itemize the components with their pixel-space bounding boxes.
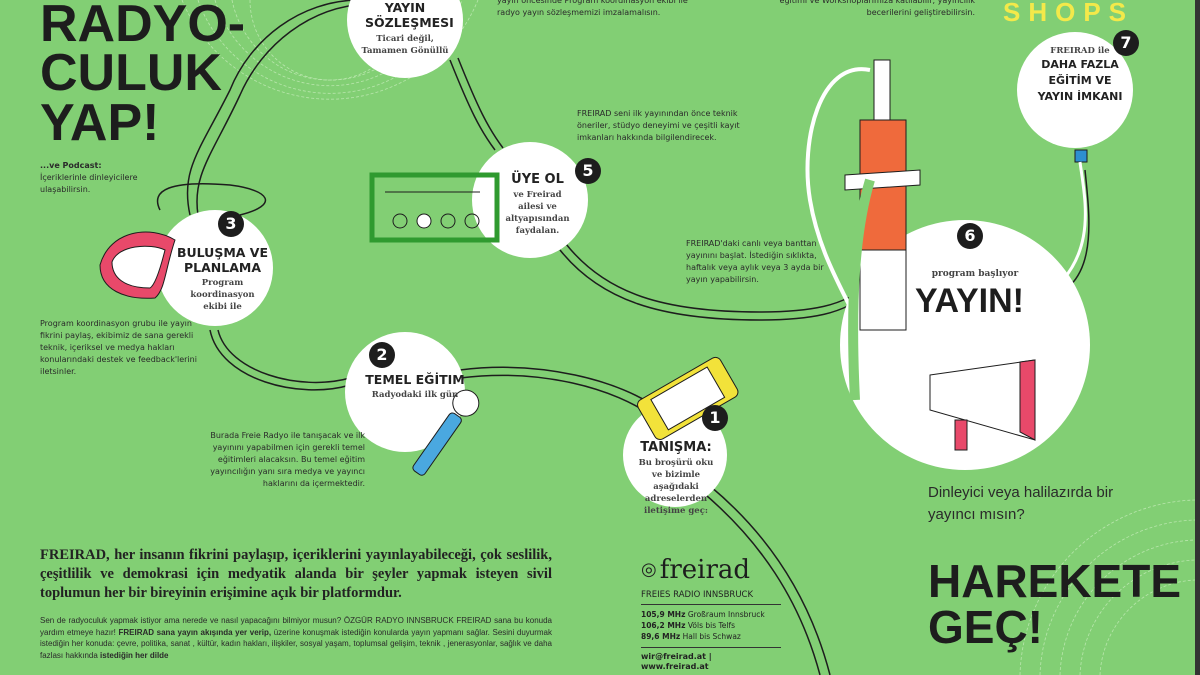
contact-info[interactable]: wir@freirad.at | www.freirad.at [641, 652, 712, 671]
step-7-number: 7 [1113, 30, 1139, 56]
step-7-subtitle: FREIRAD ile [1050, 46, 1110, 56]
intro-body-start: Sen de radyoculuk yapmak istiyor ama ner… [40, 616, 552, 637]
step-2-subtitle: Radyodaki ilk gün [371, 390, 459, 400]
step-5-number: 5 [575, 158, 601, 184]
brand-name: FREIES RADIO INNSBRUCK [641, 590, 781, 605]
step-5: ÜYE OL ve Freirad ailesi ve altyapısında… [495, 172, 580, 237]
path-road [156, 0, 1090, 675]
step-3-description: Program koordinasyon grubu ile yayın fik… [40, 319, 197, 376]
step-5-title: ÜYE OL [511, 172, 564, 187]
step-6-description: FREIRAD'daki canlı veya banttan yayınını… [686, 239, 824, 284]
step-6-number: 6 [957, 223, 983, 249]
step-6-subtitle: program başlıyor [931, 269, 1019, 279]
podcast-title: ...ve Podcast: [40, 161, 102, 170]
intro-body-bold-2: istediğin her dilde [100, 650, 169, 660]
step-3-title: BULUŞMA VE PLANLAMA [176, 245, 269, 275]
brand-logo-text: freirad [659, 555, 751, 585]
step-7-title: DAHA FAZLA EĞİTİM VE YAYIN İMKANI [1037, 58, 1123, 103]
intro-lead: FREIRAD, her insanın fikrini paylaşıp, i… [40, 547, 552, 601]
step-1-title: TANIŞMA: [640, 440, 712, 455]
cta-line-1: HAREKETE [928, 555, 1182, 607]
podcast-text: İçeriklerinle dinleyicilere ulaşabilirsi… [40, 173, 138, 194]
step-3-number: 3 [218, 211, 244, 237]
step-4-description: yayın öncesinde Program koordinasyon eki… [497, 0, 688, 17]
intro-body: Sen de radyoculuk yapmak istiyor ama ner… [40, 615, 552, 661]
headline: RADYO- CULUK YAP! [40, 0, 246, 152]
step-5-subtitle: ve Freirad ailesi ve altyapısından fayda… [505, 190, 570, 236]
step-3-subtitle: Program koordinasyon ekibi ile [190, 278, 255, 312]
step-1: TANIŞMA: Bu broşürü oku ve bizimle aşağı… [632, 440, 720, 517]
step-5-description: FREIRAD seni ilk yayınından önce teknik … [577, 109, 740, 142]
frequency-item: 106,2 MHz Völs bis Telfs [641, 621, 736, 630]
studio-microphone-illustration [805, 59, 1088, 401]
headline-line-2: CULUK [40, 44, 222, 103]
step-1-number: 1 [702, 405, 728, 431]
page-edge [1195, 0, 1200, 675]
mouth-illustration [99, 231, 176, 299]
step-7-description: eğitimi ve Workshoplarımıza katılabilir,… [779, 0, 975, 17]
step-7: FREIRAD ile DAHA FAZLA EĞİTİM VE YAYIN İ… [1030, 45, 1130, 105]
step-2-title: TEMEL EĞİTIM [365, 372, 465, 387]
step-4-subtitle: Ticari değil, Tamamen Gönüllü [361, 34, 449, 56]
brand-block: ◎ freirad FREIES RADIO INNSBRUCK 105,9 M… [641, 556, 781, 672]
megaphone-illustration [929, 359, 1036, 451]
step-2: TEMEL EĞİTIM Radyodaki ilk gün [360, 372, 470, 401]
step-2-description: Burada Freie Radyo ile tanışacak ve ilk … [210, 431, 365, 488]
phone-illustration [637, 356, 739, 440]
step-2-number: 2 [369, 342, 395, 368]
frequency-item: 105,9 MHz Großraum Innsbruck [641, 610, 765, 619]
step-4-title: YAYIN SÖZLEŞMESI [365, 0, 454, 30]
intro-body-bold-1: FREIRAD sana yayın akışında yer verip, [118, 627, 272, 637]
step-1-subtitle: Bu broşürü oku ve bizimle aşağıdaki adre… [638, 458, 714, 516]
step-4: YAYIN SÖZLEŞMESI Ticari değil, Tamamen G… [350, 0, 460, 57]
audio-player-illustration [369, 172, 500, 243]
podcast-note: ...ve Podcast: İçeriklerinle dinleyicile… [40, 160, 160, 196]
handheld-microphone-illustration [412, 389, 480, 476]
frequency-list: 105,9 MHz Großraum Innsbruck 106,2 MHz V… [641, 609, 781, 648]
workshops-word: SHOPS [1003, 0, 1135, 27]
cta-headline: HAREKETE GEÇ! [928, 558, 1181, 650]
intro-body-mid: üzerine konuşmak istediğin konularda yay… [40, 627, 553, 660]
frequency-item: 89,6 MHz Hall bis Schwaz [641, 632, 741, 641]
step-6-title: YAYIN! [915, 282, 1024, 320]
headline-line-1: RADYO- [40, 0, 246, 53]
cta-question: Dinleyici veya halilazırda bir yayıncı m… [928, 484, 1114, 523]
step-3: BULUŞMA VE PLANLAMA Program koordinasyon… [175, 245, 270, 313]
spiral-logo-icon: ◎ [641, 559, 657, 580]
cta-line-2: GEÇ! [928, 601, 1043, 653]
headline-line-3: YAP! [40, 93, 160, 152]
